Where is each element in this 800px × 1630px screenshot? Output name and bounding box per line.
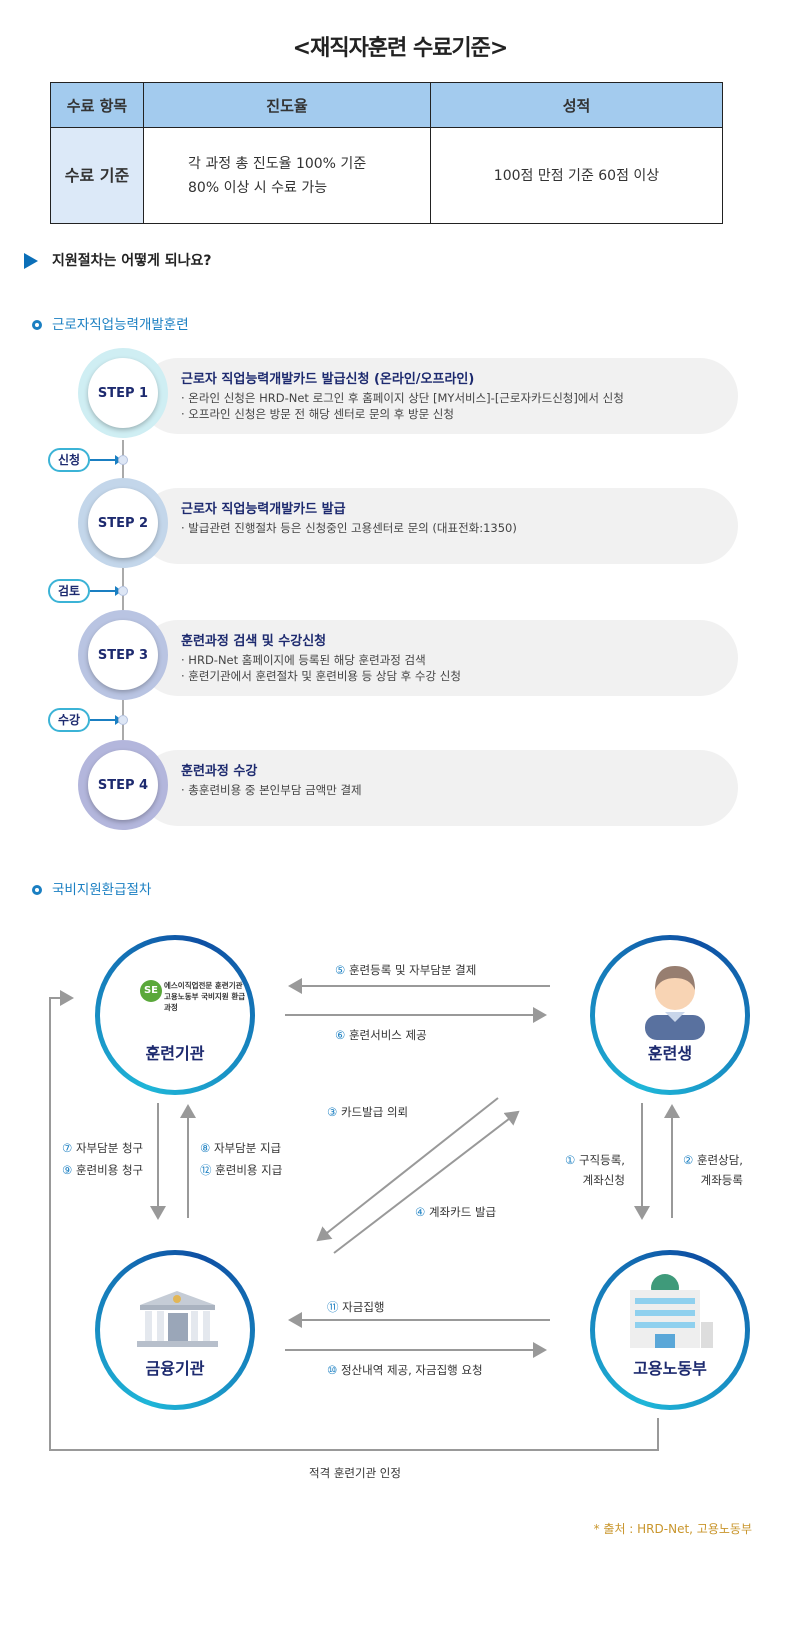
score-criteria: 100점 만점 기준 60점 이상	[430, 127, 723, 224]
flow-f7: ⑦ 자부담분 청구	[62, 1141, 144, 1155]
timeline-node	[118, 455, 128, 465]
timeline-node	[118, 586, 128, 596]
node-bank: 금융기관	[95, 1250, 255, 1410]
section-question: 지원절차는 어떻게 되나요?	[24, 250, 212, 270]
step-3-card: 훈련과정 검색 및 수강신청· HRD-Net 홈페이지에 등록된 해당 훈련과…	[140, 620, 738, 696]
step-detail: · 총훈련비용 중 본인부담 금액만 결제	[181, 783, 362, 797]
header-item: 수료 항목	[50, 82, 144, 128]
step-detail: · HRD-Net 홈페이지에 등록된 해당 훈련과정 검색	[181, 653, 426, 667]
source-note: * 출처 : HRD-Net, 고용노동부	[593, 1522, 752, 1536]
circle-bullet-icon	[32, 320, 42, 330]
step-1-badge: STEP 1	[78, 348, 168, 438]
tag-2: 수강	[48, 708, 90, 732]
arrow-accreditation	[49, 990, 659, 1451]
tag-0: 신청	[48, 448, 90, 472]
bank-icon	[137, 1291, 218, 1347]
header-score: 성적	[430, 82, 723, 128]
flow-f6: ⑥ 훈련서비스 제공	[335, 1028, 427, 1042]
flow-f5: ⑤ 훈련등록 및 자부담분 결제	[335, 963, 477, 977]
step-2-card: 근로자 직업능력개발카드 발급· 발급관련 진행절차 등은 신청중인 고용센터로…	[140, 488, 738, 564]
step-1-card: 근로자 직업능력개발카드 발급신청 (온라인/오프라인)· 온라인 신청은 HR…	[140, 358, 738, 434]
arrow-4	[333, 1110, 520, 1254]
section-heading-refund: 국비지원환급절차	[32, 878, 151, 898]
step-3-badge: STEP 3	[78, 610, 168, 700]
row-label: 수료 기준	[50, 127, 144, 224]
building-icon	[630, 1274, 713, 1348]
node-ministry: 고용노동부	[590, 1250, 750, 1410]
step-4-card: 훈련과정 수강· 총훈련비용 중 본인부담 금액만 결제	[140, 750, 738, 826]
node-trainee: 훈련생	[590, 935, 750, 1095]
page-title: <재직자훈련 수료기준>	[292, 36, 509, 61]
flow-f2: ② 훈련상담,계좌등록	[683, 1153, 743, 1187]
step-detail: · 훈련기관에서 훈련절차 및 훈련비용 등 상담 후 수강 신청	[181, 669, 461, 683]
flow-f12: ⑫ 훈련비용 지급	[200, 1163, 283, 1177]
flow-f11: ⑪ 자금집행	[327, 1300, 385, 1314]
flow-f1: ① 구직등록,계좌신청	[565, 1153, 625, 1187]
arrow-3	[316, 1097, 499, 1242]
step-detail: · 오프라인 신청은 방문 전 해당 센터로 문의 후 방문 신청	[181, 407, 454, 421]
flow-f8: ⑧ 자부담분 지급	[200, 1141, 282, 1155]
section-heading-training: 근로자직업능력개발훈련	[32, 313, 189, 333]
header-progress: 진도율	[143, 82, 431, 128]
person-icon	[645, 966, 705, 1040]
step-detail: · 발급관련 진행절차 등은 신청중인 고용센터로 문의 (대표전화:1350)	[181, 521, 517, 535]
flow-f9: ⑨ 훈련비용 청구	[62, 1163, 144, 1177]
flow-f3: ③ 카드발급 의뢰	[327, 1105, 409, 1119]
logo-mark: SE	[140, 980, 162, 1002]
flow-f4: ④ 계좌카드 발급	[415, 1205, 497, 1219]
step-4-badge: STEP 4	[78, 740, 168, 830]
step-detail: · 온라인 신청은 HRD-Net 로그인 후 홈페이지 상단 [MY서비스]-…	[181, 391, 624, 405]
accreditation-label: 적격 훈련기관 인정	[309, 1466, 401, 1480]
circle-bullet-icon	[32, 885, 42, 895]
flow-f10: ⑩ 정산내역 제공, 자금집행 요청	[327, 1363, 483, 1377]
step-2-badge: STEP 2	[78, 478, 168, 568]
tag-1: 검토	[48, 579, 90, 603]
timeline-node	[118, 715, 128, 725]
